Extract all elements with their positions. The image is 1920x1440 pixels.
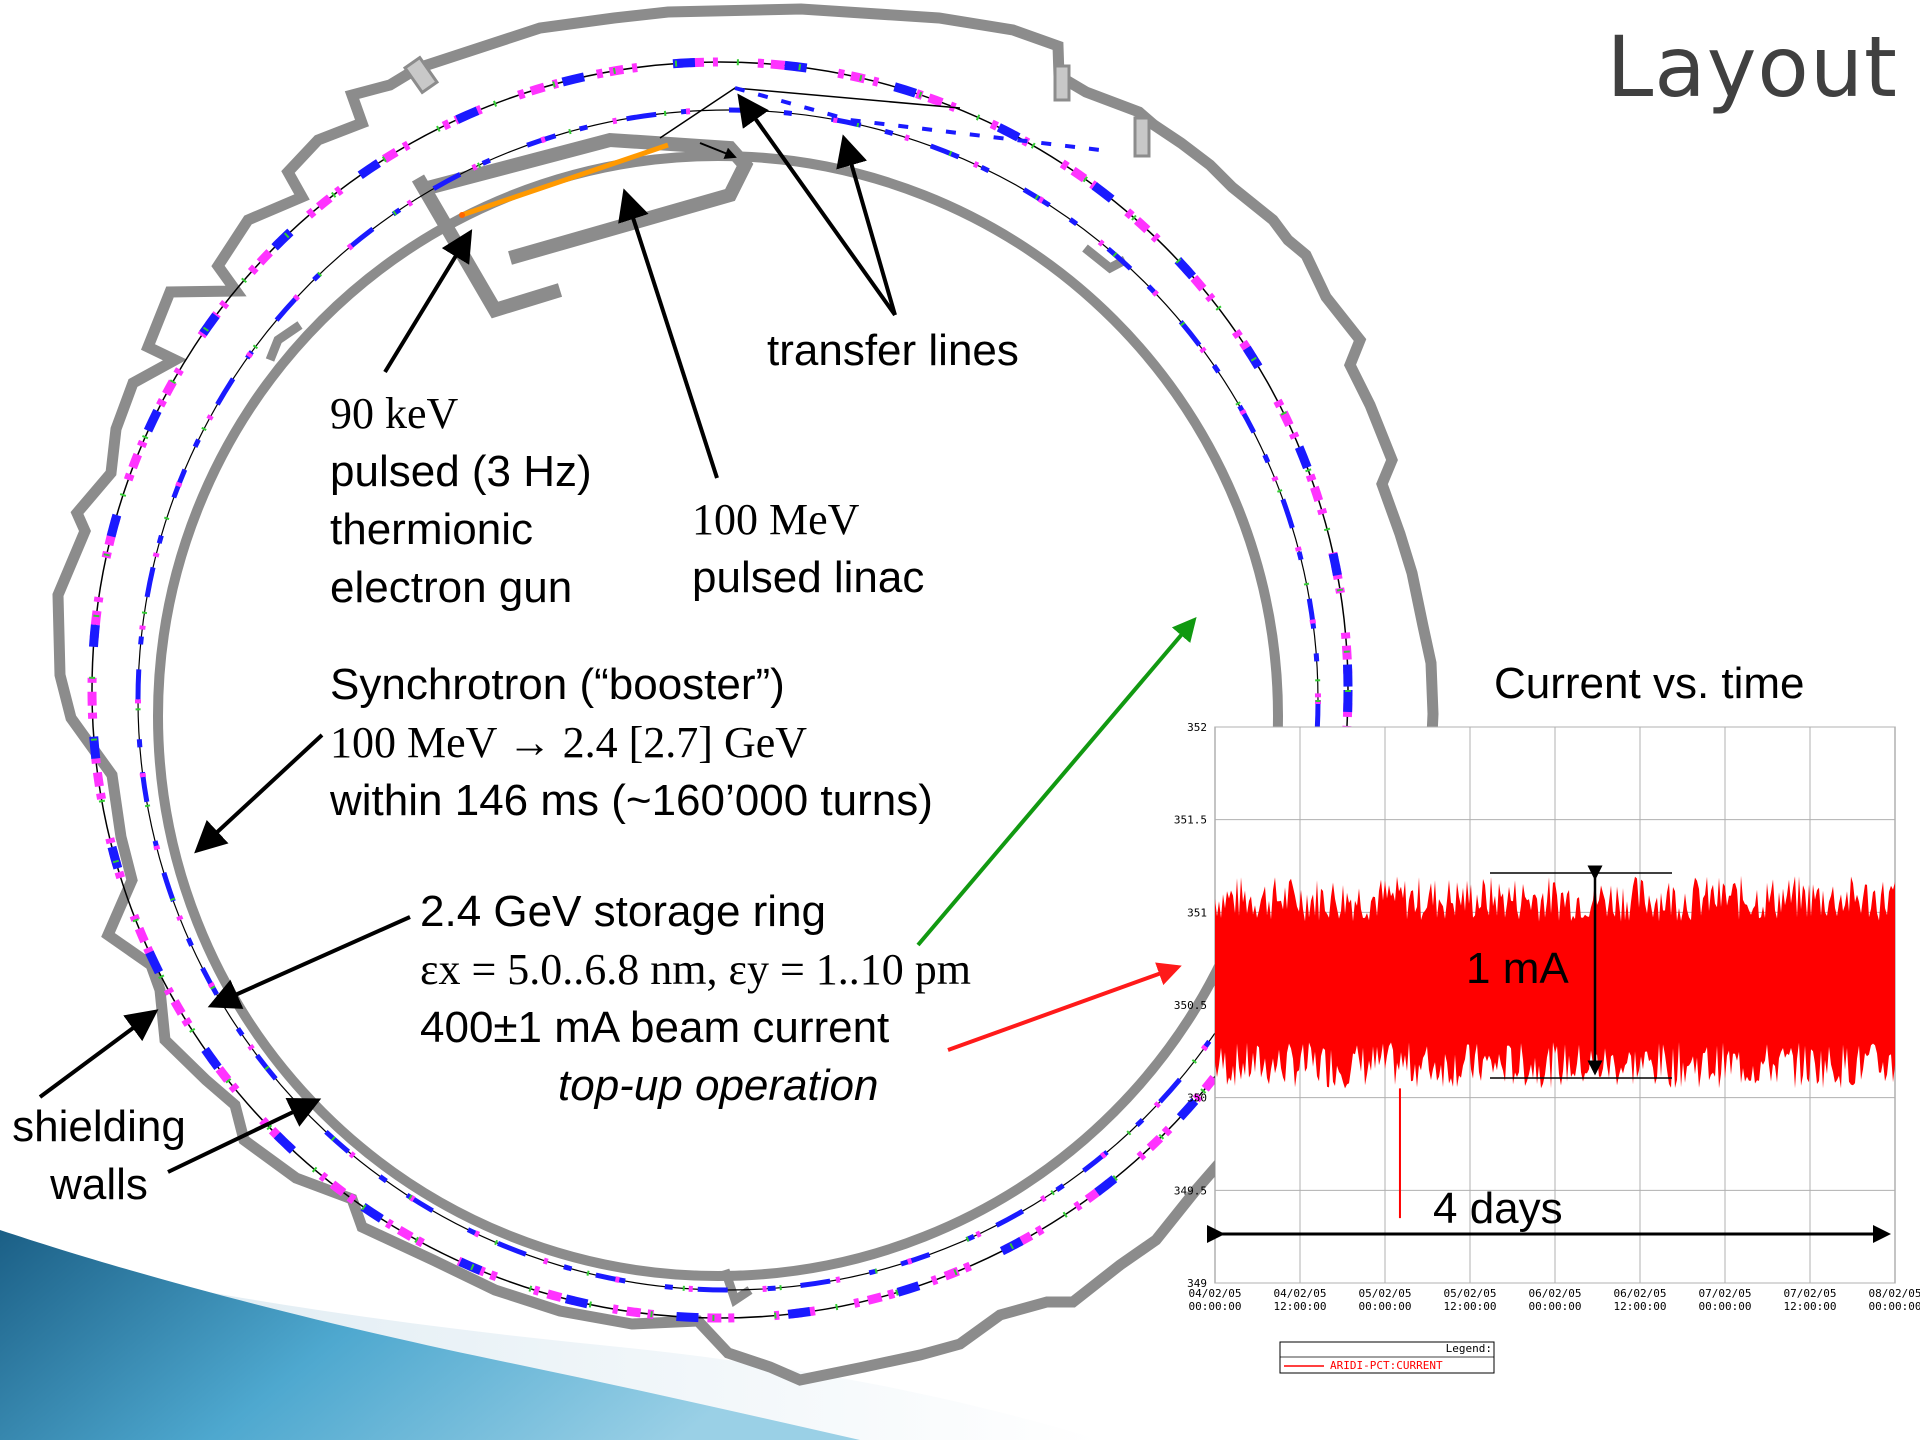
chart-xtick-date: 05/02/05: [1359, 1287, 1412, 1300]
linac-name: pulsed linac: [692, 553, 925, 602]
chart-legend: [1279, 1341, 1495, 1374]
label-transfer-lines: transfer lines: [767, 326, 1019, 375]
chart-xtick-time: 12:00:00: [1444, 1300, 1497, 1313]
gun-energy: 90 keV: [330, 389, 459, 438]
chart-xtick-time: 00:00:00: [1869, 1300, 1920, 1313]
label-linac: 100 MeV pulsed linac: [692, 491, 924, 607]
storage-ring: [87, 57, 1353, 1323]
chart-xtick-date: 07/02/05: [1699, 1287, 1752, 1300]
chart-ytick-label: 352: [1187, 721, 1207, 734]
transfer-lines: [659, 86, 1101, 152]
shielding-2: walls: [50, 1160, 148, 1209]
chart-xtick-date: 05/02/05: [1444, 1287, 1497, 1300]
chart-xtick-date: 06/02/05: [1529, 1287, 1582, 1300]
gun-type: thermionic: [330, 505, 533, 554]
ring-name: 2.4 GeV storage ring: [420, 887, 827, 936]
booster-synchrotron: [135, 107, 1321, 1293]
chart-xtick-time: 12:00:00: [1274, 1300, 1327, 1313]
chart-xtick-time: 00:00:00: [1359, 1300, 1412, 1313]
label-shielding: shielding walls: [6, 1098, 192, 1214]
chart-ytick-label: 349.5: [1174, 1184, 1207, 1197]
chart-xtick-date: 07/02/05: [1784, 1287, 1837, 1300]
booster-energy: 100 MeV → 2.4 [2.7] GeV: [330, 718, 808, 767]
chart-ytick-label: 349: [1187, 1277, 1207, 1290]
linac: [461, 142, 669, 218]
chart-ytick-label: 351: [1187, 906, 1207, 919]
ring-topup: top-up operation: [558, 1061, 879, 1110]
linac-energy: 100 MeV: [692, 495, 860, 544]
booster-ramp: within 146 ms (~160’000 turns): [330, 776, 933, 825]
chart-xtick-time: 12:00:00: [1614, 1300, 1667, 1313]
ring-current: 400±1 mA beam current: [420, 1003, 890, 1052]
annotation-four-days: 4 days: [1433, 1184, 1563, 1233]
shielding-1: shielding: [12, 1102, 186, 1151]
chart-title: Current vs. time: [1494, 659, 1805, 708]
shielding-wall-inner: [153, 55, 1351, 1308]
label-gun: 90 keV pulsed (3 Hz) thermionic electron…: [330, 385, 592, 617]
annotation-arrows: [38, 93, 897, 1174]
chart-xtick-date: 04/02/05: [1189, 1287, 1242, 1300]
slide-title: Layout: [1606, 18, 1898, 116]
label-storage-ring: 2.4 GeV storage ring εx = 5.0..6.8 nm, ε…: [420, 883, 971, 1115]
green-arrow: [916, 616, 1197, 947]
electron-gun: [459, 212, 465, 218]
chart-xtick-date: 08/02/05: [1869, 1287, 1920, 1300]
chart-ytick-label: 351.5: [1174, 814, 1207, 827]
chart-xtick-date: 04/02/05: [1274, 1287, 1327, 1300]
gun-pulse: pulsed (3 Hz): [330, 447, 592, 496]
slide-corner-decoration: [0, 1230, 1100, 1440]
ring-emittance: εx = 5.0..6.8 nm, εy = 1..10 pm: [420, 945, 972, 994]
chart-xtick-time: 00:00:00: [1529, 1300, 1582, 1313]
annotation-one-ma: 1 mA: [1466, 944, 1569, 993]
red-arrow: [947, 962, 1182, 1052]
chart-xtick-time: 12:00:00: [1784, 1300, 1837, 1313]
legend-title: Legend:: [1445, 1342, 1492, 1355]
one-ma-bracket: [1490, 865, 1672, 1079]
current-band-core: [1215, 925, 1895, 1043]
booster-name: Synchrotron (“booster”): [330, 660, 785, 709]
shielding-wall-outer: [52, 3, 1439, 1386]
chart-xtick-time: 00:00:00: [1189, 1300, 1242, 1313]
label-booster: Synchrotron (“booster”) 100 MeV → 2.4 [2…: [330, 656, 933, 830]
chart-ytick-label: 350: [1187, 1092, 1207, 1105]
chart-ytick-label: 350.5: [1174, 999, 1207, 1012]
chart-xtick-date: 06/02/05: [1614, 1287, 1667, 1300]
chart-xtick-time: 00:00:00: [1699, 1300, 1752, 1313]
gun-name: electron gun: [330, 563, 573, 612]
legend-series: ARIDI-PCT:CURRENT: [1330, 1359, 1443, 1372]
